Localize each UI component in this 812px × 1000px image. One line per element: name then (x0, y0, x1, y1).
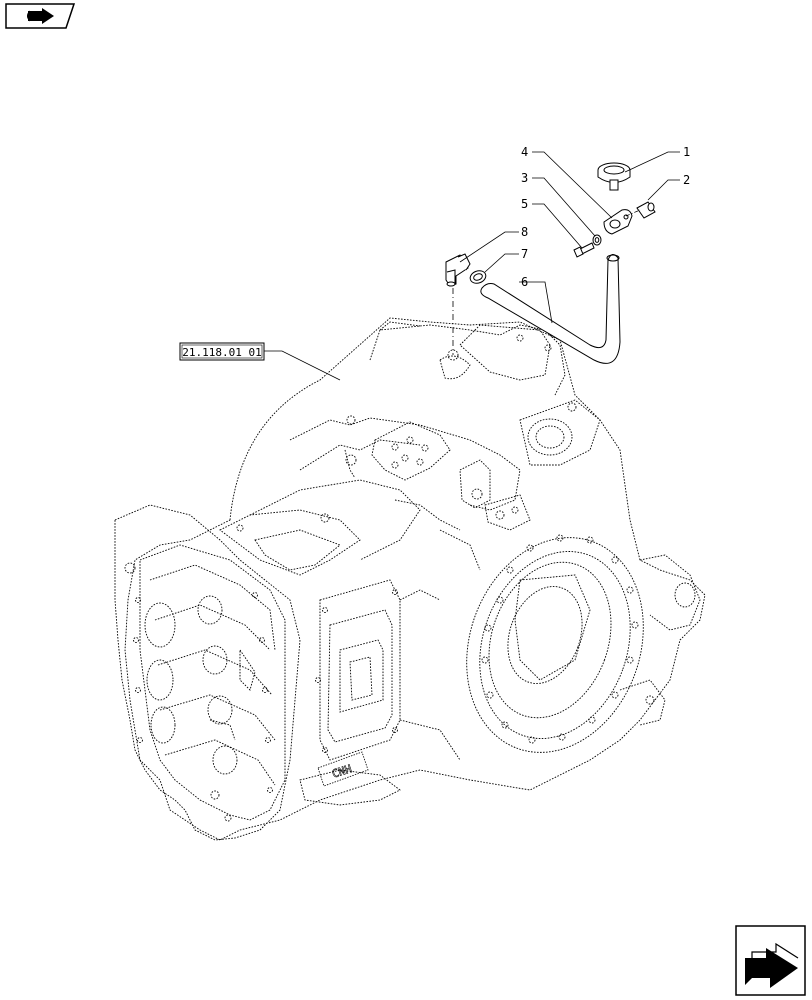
breather-pipe-part (480, 254, 621, 364)
callout-6: 6 (521, 275, 528, 289)
book-arrow-icon[interactable] (5, 3, 76, 29)
reference-box-label: 21.118.01 01 (182, 346, 261, 359)
elbow-fitting-part (445, 253, 471, 287)
housing-brand-label: CNH (330, 762, 353, 781)
bushing-part (636, 201, 656, 219)
o-ring-part (469, 270, 487, 284)
screw-part (573, 242, 595, 258)
reference-box[interactable]: 21.118.01 01 (179, 342, 265, 361)
next-page-arrow-icon[interactable] (735, 925, 806, 996)
callout-2: 2 (683, 173, 690, 187)
callout-5: 5 (521, 197, 528, 211)
rear-bolt-holes (133, 592, 273, 793)
housing-brand: CNH (317, 751, 369, 787)
callout-leaders (459, 151, 680, 324)
reference-leader (264, 350, 341, 381)
callout-7: 7 (521, 247, 528, 261)
transmission-housing (114, 317, 706, 841)
callout-8: 8 (521, 225, 528, 239)
callout-1: 1 (683, 145, 690, 159)
callout-3: 3 (521, 171, 528, 185)
breather-cap-part (597, 162, 631, 191)
flange-bolt-holes (481, 534, 639, 744)
callout-labels: 1 2 3 4 5 6 7 8 (521, 145, 690, 289)
clamp-bracket-part (603, 209, 633, 235)
washer-part (592, 234, 602, 246)
callout-4: 4 (521, 145, 528, 159)
